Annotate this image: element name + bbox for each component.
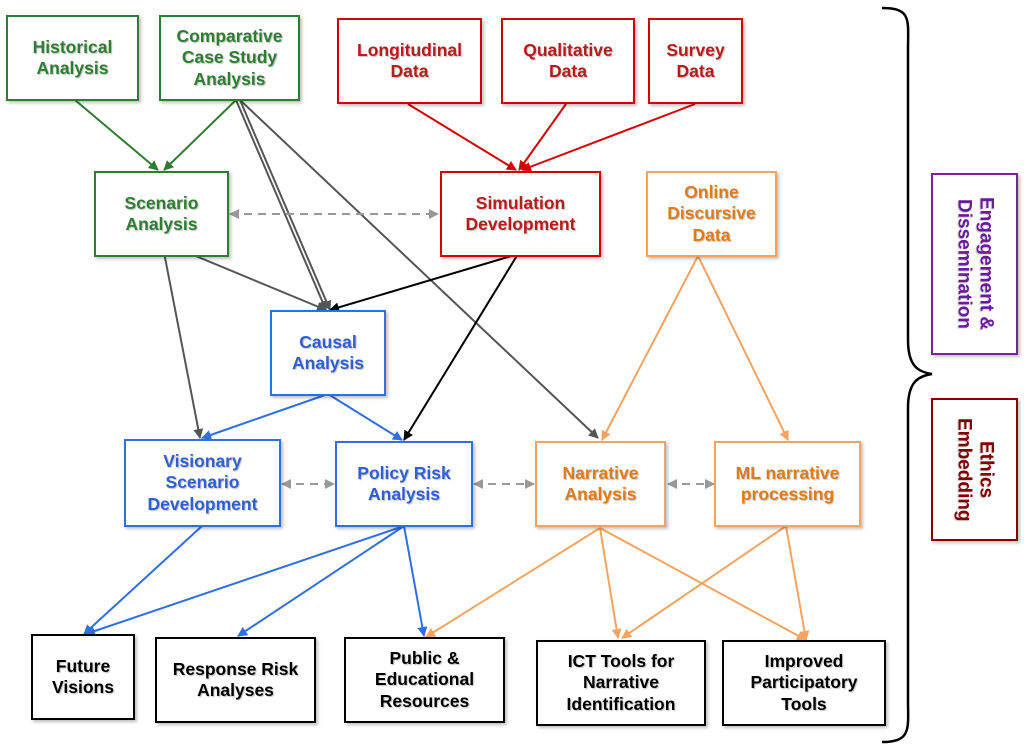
response-risk-analyses-node: Response Risk Analyses <box>155 637 316 723</box>
arrow-visionary-to-future <box>83 525 203 635</box>
arrow-narrative-to-improved <box>599 527 807 641</box>
arrow-qualitative-to-simulation <box>518 103 567 171</box>
arrow-policy-to-response <box>237 525 405 637</box>
ethics-embedding-box: Ethics Embedding <box>931 398 1018 541</box>
arrow-scenario-to-visionary <box>161 241 204 439</box>
online-discursive-data-node: Online Discursive Data <box>646 171 777 257</box>
engagement-dissemination-label: Engagement & Dissemination <box>953 197 997 331</box>
future-visions-node: Future Visions <box>31 634 135 720</box>
arrow-online-to-narrative <box>601 255 699 441</box>
engagement-dissemination-box: Engagement & Dissemination <box>931 173 1018 355</box>
arrow-simulation-to-policy <box>403 253 519 441</box>
narrative-analysis-node: Narrative Analysis <box>535 441 666 527</box>
ethics-embedding-label: Ethics Embedding <box>953 417 997 522</box>
arrow-comparative-to-narrative <box>239 99 599 439</box>
causal-analysis-node: Causal Analysis <box>270 310 386 396</box>
arrow-causal-to-visionary <box>201 393 329 440</box>
arrow-policy-to-public <box>403 525 428 637</box>
longitudinal-data-node: Longitudinal Data <box>337 18 482 104</box>
arrow-historical-to-scenario <box>74 99 159 171</box>
arrow-causal-to-policy <box>327 393 403 441</box>
arrow-longitudinal-to-simulation <box>407 103 517 171</box>
qualitative-data-node: Qualitative Data <box>501 18 635 104</box>
arrow-comparative-to-causal <box>235 99 328 311</box>
brace-ethics <box>881 408 910 744</box>
brace-engagement <box>881 6 933 409</box>
arrow-ml-to-improved <box>785 525 810 641</box>
comparative-case-study-node: Comparative Case Study Analysis <box>159 15 300 101</box>
arrow-narrative-to-public <box>425 527 601 638</box>
scenario-analysis-node: Scenario Analysis <box>94 171 229 257</box>
arrow-narrative-to-ict <box>599 527 622 639</box>
arrow-comparative-to-scenario <box>163 99 237 171</box>
historical-analysis-node: Historical Analysis <box>6 15 139 101</box>
simulation-development-node: Simulation Development <box>440 171 601 257</box>
arrow-ml-to-ict <box>621 525 787 639</box>
arrow-survey-to-simulation <box>521 103 696 172</box>
ml-narrative-processing-node: ML narrative processing <box>714 441 861 527</box>
arrow-policy-to-future <box>85 525 405 636</box>
arrow-simulation-to-causal <box>329 253 519 313</box>
survey-data-node: Survey Data <box>648 18 743 104</box>
public-educational-resources-node: Public & Educational Resources <box>344 637 505 723</box>
ict-tools-node: ICT Tools for Narrative Identification <box>536 640 706 726</box>
arrow-comparative-to-causal-2 <box>239 99 332 311</box>
policy-risk-analysis-node: Policy Risk Analysis <box>335 441 473 527</box>
visionary-scenario-development-node: Visionary Scenario Development <box>124 439 281 527</box>
improved-participatory-tools-node: Improved Participatory Tools <box>722 640 886 726</box>
arrow-online-to-ml <box>697 255 789 441</box>
